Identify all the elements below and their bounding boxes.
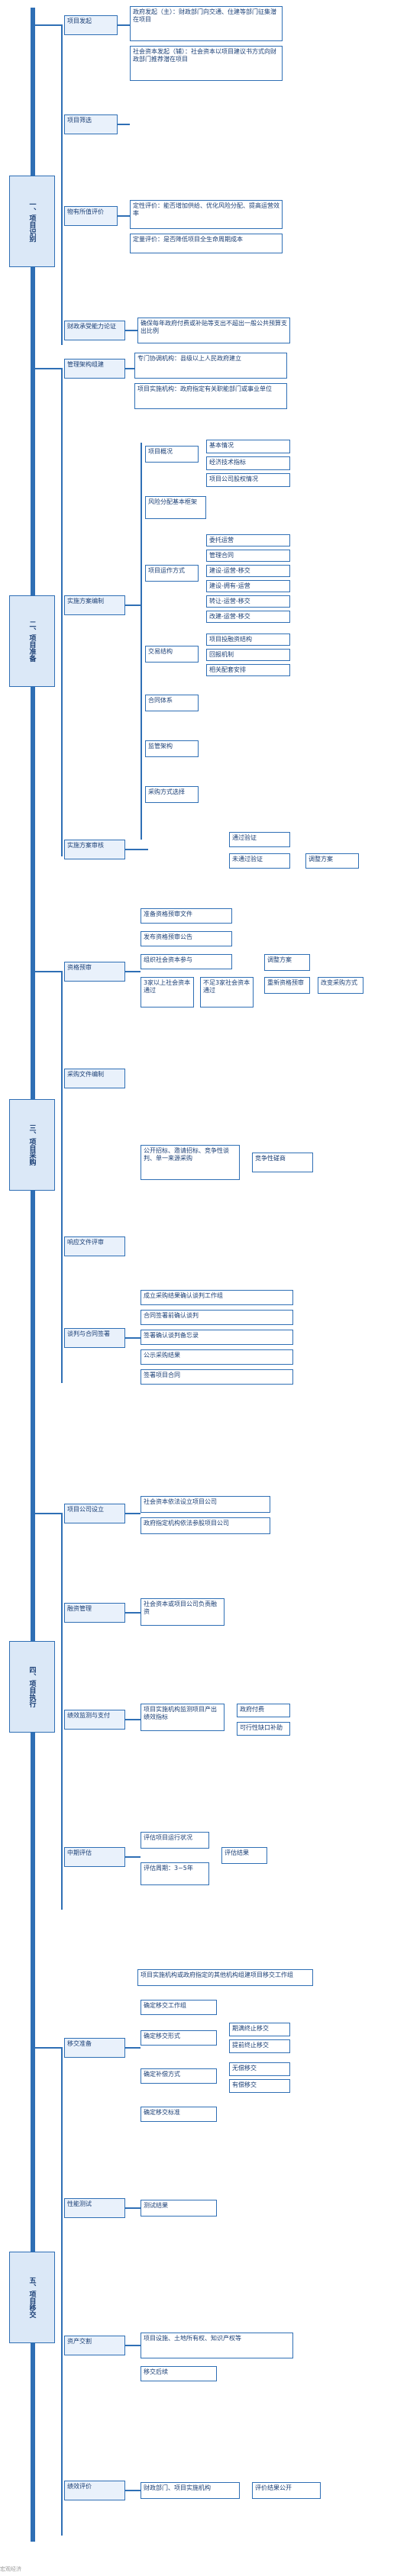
main-flow-arrow (31, 8, 35, 2542)
node-project-screening: 项目筛选 (64, 114, 118, 134)
node-spv-setup: 项目公司设立 (64, 1504, 125, 1523)
node-management-setup: 管理架构组建 (64, 359, 125, 379)
node-operation-mode: 项目运作方式 (145, 565, 199, 582)
node-equity-structure: 项目公司股权情况 (206, 473, 290, 487)
node-paid-handover: 有偿移交 (229, 2079, 290, 2093)
node-government-initiation: 政府发起（主）：财政部门向交通、住建等部门征集潜在项目 (130, 6, 283, 41)
node-expiry-handover: 期满终止移交 (229, 2023, 290, 2036)
node-fiscal-limit: 确保每年政府付费或补贴等支出不超出一般公共预算支出比例 (137, 318, 290, 343)
phase-label-prepare: 二、项目准备 (9, 595, 55, 687)
node-passed-verification: 通过验证 (229, 832, 290, 847)
node-adjust-plan: 调整方案 (305, 853, 359, 869)
node-set-working-group: 确定移交工作组 (141, 2000, 217, 2015)
node-three-plus-passed: 3家以上社会资本通过 (141, 977, 194, 1008)
node-gov-equity: 政府指定机构依法参股项目公司 (141, 1517, 270, 1534)
node-mc: 管理合同 (206, 550, 290, 562)
node-tot: 转让-运营-移交 (206, 595, 290, 608)
phase-label-handover: 五、项目移交 (9, 2252, 55, 2343)
node-evaluation-cycle: 评估周期：3~5年 (141, 1862, 209, 1885)
node-basic-info: 基本情况 (206, 440, 290, 453)
node-return-mechanism: 回报机制 (206, 649, 290, 661)
node-bot: 建设-运营-移交 (206, 565, 290, 577)
phase-label-execute: 四、项目执行 (9, 1641, 55, 1733)
node-implementing-agency: 项目实施机构：政府指定有关职能部门或事业单位 (134, 383, 287, 409)
node-organize-participation: 组织社会资本参与 (141, 954, 232, 969)
node-spv-by-capital: 社会资本依法设立项目公司 (141, 1496, 270, 1513)
phase-label-identify: 一、项目识别 (9, 176, 55, 267)
node-asset-delivery: 资产交割 (64, 2336, 125, 2355)
node-value-for-money: 物有所值评价 (64, 206, 118, 226)
node-under-three-passed: 不足3家社会资本通过 (200, 977, 254, 1008)
node-test-result: 测试结果 (141, 2200, 217, 2217)
node-performance-test: 性能测试 (64, 2198, 125, 2218)
node-pre-signing-talks: 合同签署前确认谈判 (141, 1310, 293, 1325)
node-government-payment: 政府付费 (237, 1704, 290, 1717)
node-transaction-structure: 交易结构 (145, 646, 199, 663)
node-reprequalify: 重新资格预审 (264, 977, 310, 994)
node-project-overview: 项目概况 (145, 446, 199, 463)
node-performance-payment: 绩效监测与支付 (64, 1710, 125, 1730)
node-results-disclosure: 评价结果公开 (252, 2482, 321, 2499)
node-project-initiation: 项目发起 (64, 15, 118, 35)
node-set-handover-standard: 确定移交标准 (141, 2107, 217, 2122)
node-post-handover: 移交后续 (141, 2366, 217, 2381)
node-sign-memo: 签署确认谈判备忘录 (141, 1330, 293, 1345)
node-procurement-docs: 采购文件编制 (64, 1069, 125, 1088)
node-financing-management: 融资管理 (64, 1603, 125, 1623)
node-evaluate-operation: 评估项目运行状况 (141, 1832, 209, 1849)
node-adjust-plan-procure: 调整方案 (264, 954, 310, 971)
node-contract-system: 合同体系 (145, 695, 199, 711)
node-fiscal-capacity: 财政承受能力论证 (64, 321, 125, 340)
node-rot: 改建-运营-移交 (206, 611, 290, 623)
watermark: 宏观经济 (0, 2566, 21, 2572)
node-set-handover-form: 确定移交形式 (141, 2030, 217, 2046)
node-handover-working-group: 项目实施机构或政府指定的其他机构组建项目移交工作组 (137, 1969, 313, 1986)
node-plan-review: 实施方案审核 (64, 840, 125, 859)
node-viability-gap: 可行性缺口补助 (237, 1722, 290, 1736)
node-implementation-plan: 实施方案编制 (64, 595, 125, 615)
node-supporting-arrangements: 相关配套安排 (206, 664, 290, 676)
node-mid-term-evaluation: 中期评估 (64, 1847, 125, 1867)
node-publish-prequal-notice: 发布资格预审公告 (141, 931, 232, 946)
node-financing-responsibility: 社会资本或项目公司负责融资 (141, 1598, 225, 1626)
node-quantitative-evaluation: 定量评价：是否降低项目全生命周期成本 (130, 234, 283, 253)
node-early-handover: 提前终止移交 (229, 2039, 290, 2053)
node-negotiation-signing: 谈判与合同签署 (64, 1328, 125, 1348)
node-coordination-agency: 专门协调机构：县级以上人民政府建立 (134, 353, 287, 379)
node-procurement-method: 采购方式选择 (145, 786, 199, 803)
node-handover-prep: 移交准备 (64, 2038, 125, 2058)
node-tech-indicators: 经济技术指标 (206, 456, 290, 470)
node-sign-contract: 签署项目合同 (141, 1369, 293, 1385)
node-prep-prequal-docs: 准备资格预审文件 (141, 908, 232, 924)
node-response-review: 响应文件评审 (64, 1236, 125, 1256)
node-monitor-kpi: 项目实施机构监测项目产出绩效指标 (141, 1704, 225, 1731)
node-evaluators: 财政部门、项目实施机构 (141, 2482, 240, 2499)
node-tender-methods: 公开招标、邀请招标、竞争性谈判、单一来源采购 (141, 1145, 240, 1180)
node-free-handover: 无偿移交 (229, 2062, 290, 2076)
node-qualitative-evaluation: 定性评价：能否增加供给、优化风险分配、提高运营效率 (130, 200, 283, 229)
phase-label-procure: 三、项目采购 (9, 1099, 55, 1191)
node-om: 委托运营 (206, 534, 290, 546)
node-social-capital-initiation: 社会资本发起（辅）：社会资本以项目建议书方式向财政部门推荐潜在项目 (130, 46, 283, 81)
node-form-working-group: 成立采购结果确认谈判工作组 (141, 1290, 293, 1305)
node-set-compensation: 确定补偿方式 (141, 2068, 217, 2084)
node-supervision-framework: 监管架构 (145, 740, 199, 757)
node-change-procurement: 改变采购方式 (318, 977, 363, 994)
node-evaluation-result: 评估结果 (221, 1847, 267, 1864)
node-performance-evaluation: 绩效评价 (64, 2481, 125, 2500)
node-prequalification: 资格预审 (64, 962, 125, 982)
node-risk-framework: 风险分配基本框架 (145, 496, 206, 519)
node-failed-verification: 未通过验证 (229, 853, 290, 869)
node-competitive-consultation: 竞争性磋商 (252, 1153, 313, 1172)
node-asset-items: 项目设施、土地所有权、知识产权等 (141, 2333, 293, 2358)
node-boo: 建设-拥有-运营 (206, 580, 290, 592)
node-financing-structure: 项目投融资结构 (206, 634, 290, 646)
node-publish-result: 公示采购结果 (141, 1349, 293, 1365)
